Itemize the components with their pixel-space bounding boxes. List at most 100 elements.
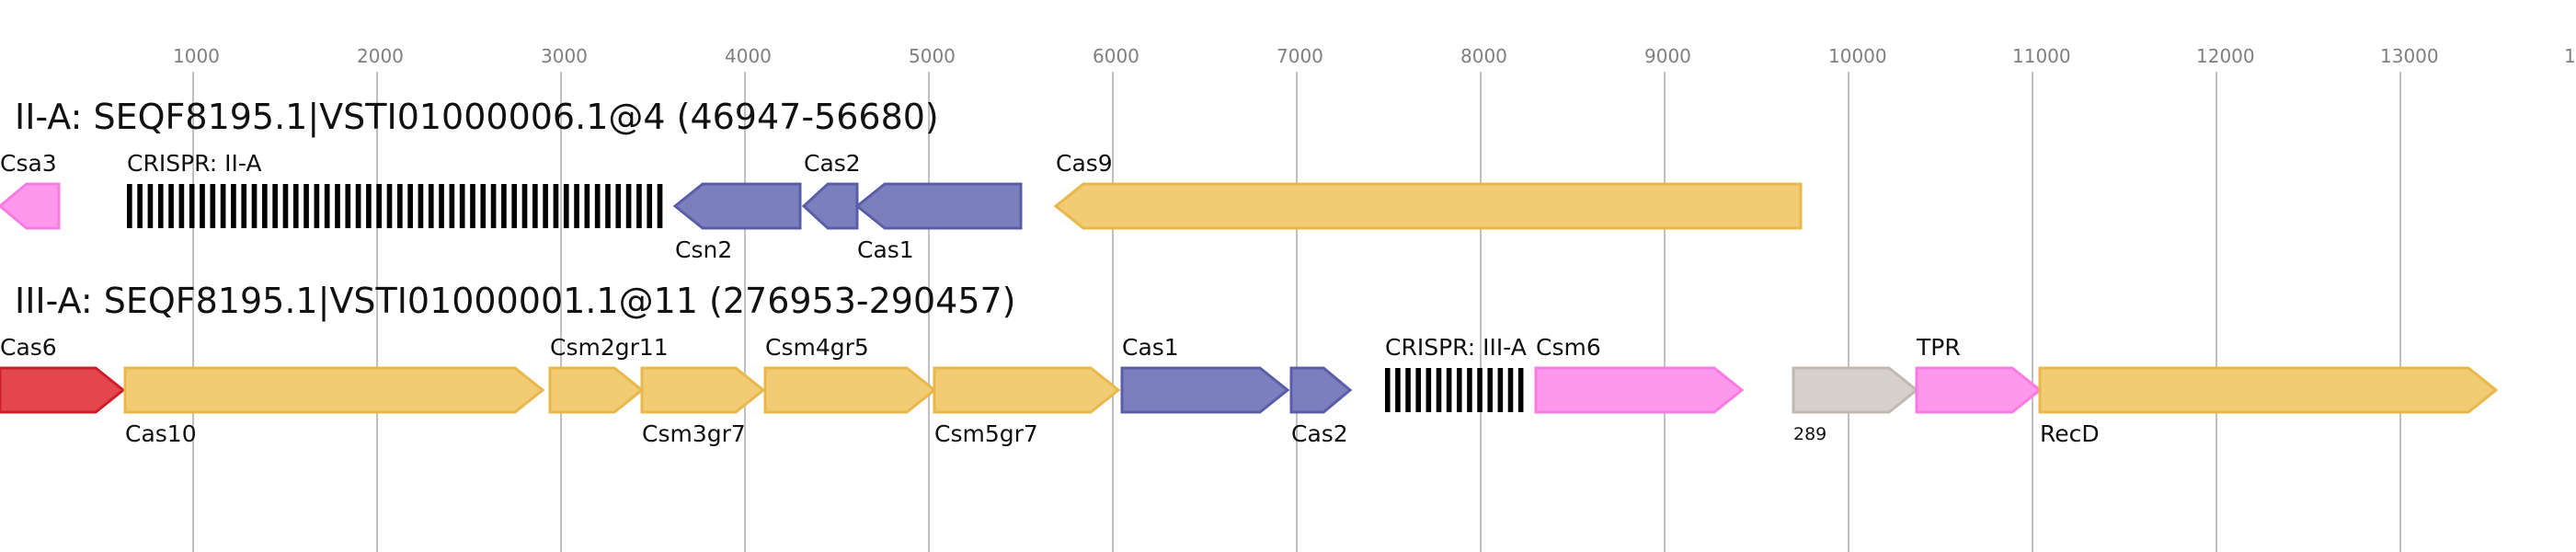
crispr-repeat — [1385, 368, 1391, 412]
crispr-repeat — [615, 184, 622, 228]
crispr-repeat — [386, 184, 393, 228]
crispr-repeat — [303, 184, 309, 228]
crispr-repeat — [657, 184, 663, 228]
crispr-repeat — [335, 184, 340, 228]
crispr-repeat — [1507, 368, 1514, 412]
gene-arrow-cas1[interactable] — [1120, 366, 1290, 414]
crispr-repeat — [480, 184, 487, 228]
gene-arrow-cas1[interactable] — [854, 182, 1023, 230]
crispr-array — [1385, 368, 1524, 412]
crispr-repeat — [511, 184, 518, 228]
crispr-repeat — [521, 184, 528, 228]
crispr-repeat — [231, 184, 236, 228]
gene-arrow-cas2[interactable] — [801, 182, 859, 230]
locus-features: Cas6Cas10Csm2gr11Csm3gr7Csm4gr5Csm5gr7Ca… — [0, 334, 2499, 447]
gene-label: Csa3 — [0, 150, 57, 177]
locus-iii-a: III-A: SEQF8195.1|VSTI01000001.1@11 (276… — [0, 281, 2499, 447]
crispr-repeat — [490, 184, 497, 228]
crispr-repeat — [314, 184, 320, 228]
gene-arrow-recd[interactable] — [2038, 366, 2499, 414]
tick-label: 8000 — [1460, 45, 1507, 67]
crispr-repeat — [1457, 368, 1462, 412]
crispr-repeat — [376, 184, 383, 228]
locus-ii-a: II-A: SEQF8195.1|VSTI01000006.1@4 (46947… — [0, 97, 1803, 263]
gene-label: 289 — [1793, 424, 1826, 444]
crispr-repeat — [584, 184, 590, 228]
crispr-repeat — [1446, 368, 1452, 412]
tick-label: 140 — [2564, 45, 2576, 67]
gene-label: Csm4gr5 — [765, 334, 869, 361]
crispr-label: CRISPR: III-A — [1385, 334, 1527, 361]
crispr-repeat — [1425, 368, 1432, 412]
crispr-repeat — [636, 184, 642, 228]
crispr-repeat — [1395, 368, 1401, 412]
gene-label: Csm2gr11 — [550, 334, 669, 361]
gene-label: Csn2 — [675, 236, 732, 263]
tick-label: 7000 — [1277, 45, 1323, 67]
gene-arrow-csa3[interactable] — [0, 182, 61, 230]
crispr-repeat — [418, 184, 424, 228]
crispr-repeat — [178, 184, 185, 228]
crispr-repeat — [210, 184, 216, 228]
tick-label: 10000 — [1828, 45, 1887, 67]
crispr-repeat — [647, 184, 653, 228]
crispr-repeat — [272, 184, 278, 228]
gene-label: Csm3gr7 — [642, 420, 746, 447]
gene-label: Csm6 — [1536, 334, 1601, 361]
crispr-repeat — [543, 184, 548, 228]
crispr-repeat — [594, 184, 601, 228]
gene-label: Cas2 — [804, 150, 861, 177]
gene-label: Csm5gr7 — [934, 420, 1038, 447]
tick-label: 1000 — [173, 45, 220, 67]
gene-arrow-cas9[interactable] — [1053, 182, 1803, 230]
crispr-repeat — [1405, 368, 1411, 412]
crispr-label: CRISPR: II-A — [127, 150, 261, 177]
gene-arrow-cas10[interactable] — [123, 366, 545, 414]
gene-arrow-csn2[interactable] — [672, 182, 802, 230]
crispr-repeat — [1487, 368, 1493, 412]
crispr-repeat — [1477, 368, 1483, 412]
crispr-repeat — [345, 184, 351, 228]
crispr-repeat — [501, 184, 507, 228]
crispr-repeat — [605, 184, 611, 228]
gene-arrow-289[interactable] — [1792, 366, 1919, 414]
crispr-repeat — [282, 184, 289, 228]
gene-label: RecD — [2040, 420, 2100, 447]
gene-arrow-csm6[interactable] — [1534, 366, 1745, 414]
crispr-repeat — [1415, 368, 1421, 412]
gene-arrow-csm4gr5[interactable] — [763, 366, 937, 414]
crispr-repeat — [1497, 368, 1504, 412]
gene-label: Cas10 — [125, 420, 197, 447]
gene-arrow-cas2[interactable] — [1289, 366, 1353, 414]
crispr-repeat — [459, 184, 465, 228]
gene-arrow-cas6[interactable] — [0, 366, 126, 414]
crispr-repeat — [292, 184, 299, 228]
gene-label: Cas2 — [1291, 420, 1348, 447]
tick-label: 5000 — [909, 45, 956, 67]
gene-arrow-csm2gr11[interactable] — [548, 366, 645, 414]
crispr-repeat — [1467, 368, 1472, 412]
gene-arrow-csm3gr7[interactable] — [640, 366, 766, 414]
crispr-array — [127, 184, 663, 228]
crispr-repeat — [157, 184, 164, 228]
gene-arrow-tpr[interactable] — [1915, 366, 2043, 414]
crispr-repeat — [220, 184, 226, 228]
gene-arrow-csm5gr7[interactable] — [933, 366, 1121, 414]
crispr-repeat — [262, 184, 268, 228]
crispr-repeat — [366, 184, 372, 228]
crispr-repeat — [241, 184, 247, 228]
crispr-repeat — [553, 184, 559, 228]
crispr-repeat — [189, 184, 195, 228]
gene-label: Cas1 — [857, 236, 914, 263]
crispr-repeat — [532, 184, 538, 228]
crispr-repeat — [563, 184, 569, 228]
crispr-repeat — [137, 184, 143, 228]
crispr-repeat — [470, 184, 475, 228]
crispr-repeat — [625, 184, 632, 228]
crispr-repeat — [200, 184, 205, 228]
gene-label: Cas1 — [1122, 334, 1179, 361]
crispr-repeat — [127, 184, 132, 228]
